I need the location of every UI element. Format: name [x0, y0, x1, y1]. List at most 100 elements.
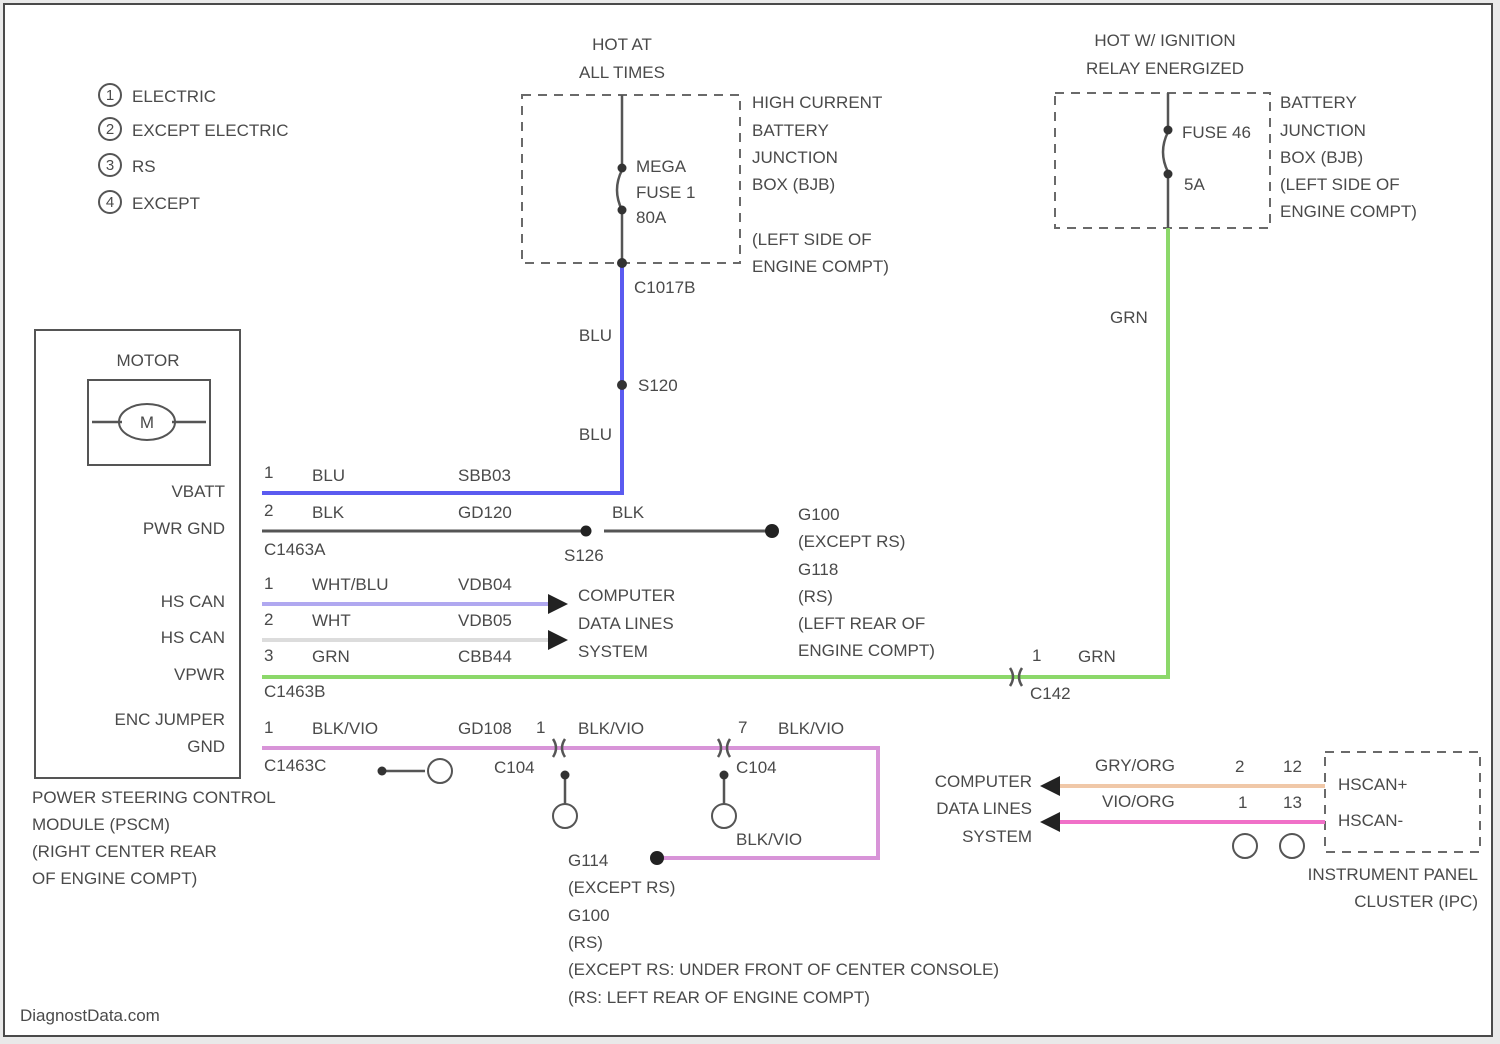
ground-g114-dot [650, 851, 664, 865]
bjb-name-line3: JUNCTION [752, 148, 838, 167]
pscm-title-line1: POWER STEERING CONTROL [32, 788, 276, 807]
legend-item-rs: 3 RS [99, 154, 156, 176]
hscanp-pin-num: 1 [264, 574, 273, 593]
option-circle-2 [553, 804, 577, 828]
ipc-wire2-pin-b: 13 [1283, 793, 1302, 812]
splice-s120-dot [617, 380, 627, 390]
c142-wire-color: GRN [1078, 647, 1116, 666]
legend-text: ELECTRIC [132, 87, 216, 106]
pwrgnd-pin-num: 2 [264, 501, 273, 520]
ipc-wire1-pin-b: 12 [1283, 757, 1302, 776]
pin-vpwr: VPWR [174, 665, 225, 684]
pin-gnd: GND [187, 737, 225, 756]
g114-location-2: (RS: LEFT REAR OF ENGINE COMPT) [568, 988, 870, 1007]
connector-c104: C104 [494, 758, 535, 777]
arrow-ipc-hscan-plus [1040, 776, 1060, 796]
g114-location-1: (EXCEPT RS: UNDER FRONT OF CENTER CONSOL… [568, 960, 999, 979]
g114-label: G114 [568, 851, 608, 870]
mega-fuse-rating: 80A [636, 208, 667, 227]
ipc-hscan-plus: HSCAN+ [1338, 775, 1408, 794]
wire-blu-label-2: BLU [579, 425, 612, 444]
bjb2-line1: BATTERY [1280, 93, 1357, 112]
bjb2-line5: ENGINE COMPT) [1280, 202, 1417, 221]
ipc-title-line1: INSTRUMENT PANEL [1308, 865, 1478, 884]
legend-number: 2 [106, 121, 114, 138]
g100-label: G100 [798, 505, 840, 524]
vbatt-circuit: SBB03 [458, 466, 511, 485]
arrow-hs-can-minus [548, 630, 568, 650]
g100-location-2: ENGINE COMPT) [798, 641, 935, 660]
legend-item-except: 4 EXCEPT [99, 191, 200, 213]
legend-item-electric: 1 ELECTRIC [99, 84, 216, 106]
enc-circuit: GD108 [458, 719, 512, 738]
vpwr-labels: 3 GRN CBB44 C1463B 1 GRN C142 [264, 646, 1116, 703]
vpwr-circuit: CBB44 [458, 647, 512, 666]
ipc-title-line2: CLUSTER (IPC) [1354, 892, 1478, 911]
bjb-name-line4: BOX (BJB) [752, 175, 835, 194]
c104-pin-num: 1 [536, 718, 545, 737]
connector-c1463a: C1463A [264, 540, 326, 559]
wire-enc-gnd: 1 BLK/VIO GD108 1 BLK/VIO C104 7 BLK/VIO… [262, 718, 999, 1007]
legend-number: 4 [106, 194, 114, 211]
ipc-data-lines-2: DATA LINES [936, 799, 1032, 818]
splice-s126-dot [581, 526, 592, 537]
vbatt-wire-color: BLU [312, 466, 345, 485]
pscm-title-line2: MODULE (PSCM) [32, 815, 170, 834]
option-circle-3 [712, 804, 736, 828]
pscm-module: MOTOR M VBATT PWR GND HS CAN HS CAN VPWR… [32, 330, 276, 888]
hscanp-circuit: VDB04 [458, 575, 512, 594]
connector-c1463b: C1463B [264, 682, 325, 701]
ipc-option-circle-2 [1280, 834, 1304, 858]
legend: 1 ELECTRIC 2 EXCEPT ELECTRIC 3 RS 4 EXCE… [99, 84, 289, 213]
arrow-hs-can-plus [548, 594, 568, 614]
pwrgnd-circuit: GD120 [458, 503, 512, 522]
vpwr-pin-num: 3 [264, 646, 273, 665]
vpwr-wire-color: GRN [312, 647, 350, 666]
ipc-data-lines-3: SYSTEM [962, 827, 1032, 846]
mega-fuse-label: MEGA [636, 157, 687, 176]
motor-m-letter: M [140, 413, 154, 432]
g100-except-rs: (EXCEPT RS) [798, 532, 905, 551]
bjb-name-line2: BATTERY [752, 121, 829, 140]
wire-blu: BLU S120 BLU [262, 258, 678, 493]
legend-item-except-electric: 2 EXCEPT ELECTRIC [99, 118, 289, 140]
enc-pin-num: 1 [264, 718, 273, 737]
arrow-ipc-hscan-minus [1040, 812, 1060, 832]
hot-at-all-times-line2: ALL TIMES [579, 63, 665, 82]
legend-text: EXCEPT ELECTRIC [132, 121, 289, 140]
connector-c1017b: C1017B [634, 278, 695, 297]
pscm-title-line4: OF ENGINE COMPT) [32, 869, 197, 888]
hot-ignition-line2: RELAY ENERGIZED [1086, 59, 1244, 78]
c104b-wire-color: BLK/VIO [778, 719, 844, 738]
ground-g100-dot [765, 524, 779, 538]
bjb2-line2: JUNCTION [1280, 121, 1366, 140]
bjb2-line3: BOX (BJB) [1280, 148, 1363, 167]
connector-c142: C142 [1030, 684, 1071, 703]
legend-text: RS [132, 157, 156, 176]
option-circle-1 [428, 759, 452, 783]
motor-label: MOTOR [117, 351, 180, 370]
pwrgnd-wire-color: BLK [312, 503, 345, 522]
g100-rs-2: (RS) [568, 933, 603, 952]
g114-except-rs: (EXCEPT RS) [568, 878, 675, 897]
ipc-wire1-pin-a: 2 [1235, 757, 1244, 776]
fuse-46-label: FUSE 46 [1182, 123, 1251, 142]
pscm-title-line3: (RIGHT CENTER REAR [32, 842, 217, 861]
legend-number: 1 [106, 87, 114, 104]
g100-location-1: (LEFT REAR OF [798, 614, 925, 633]
hot-at-all-times-line1: HOT AT [592, 35, 652, 54]
ipc-module: COMPUTER DATA LINES SYSTEM GRY/ORG 2 12 … [935, 752, 1480, 911]
ipc-box [1325, 752, 1480, 852]
legend-number: 3 [106, 157, 114, 174]
ipc-hscan-minus: HSCAN- [1338, 811, 1403, 830]
enc-vert-wire-color: BLK/VIO [736, 830, 802, 849]
ipc-wire2-color: VIO/ORG [1102, 792, 1175, 811]
bjb-location-line1: (LEFT SIDE OF [752, 230, 872, 249]
vbatt-pin-num: 1 [264, 463, 273, 482]
mega-fuse-symbol [617, 170, 622, 210]
fuse-46-rating: 5A [1184, 175, 1205, 194]
pwrgnd-wire-color-2: BLK [612, 503, 645, 522]
hscann-circuit: VDB05 [458, 611, 512, 630]
bjb-name-line1: HIGH CURRENT [752, 93, 882, 112]
